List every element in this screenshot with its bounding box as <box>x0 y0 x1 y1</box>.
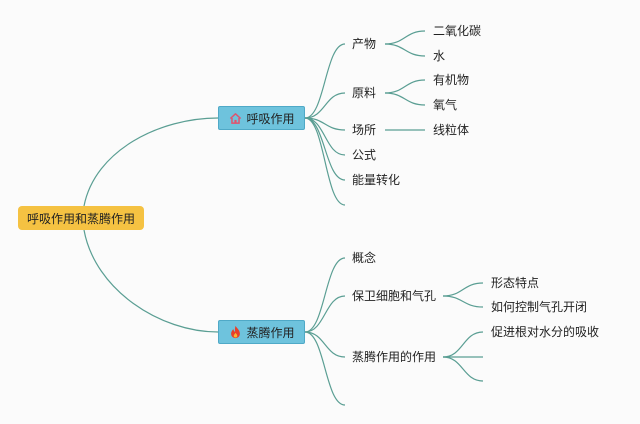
node-products[interactable]: 产物 <box>352 37 377 51</box>
fire-icon <box>228 325 242 339</box>
connector-guard-shape <box>442 282 484 297</box>
connector-respiration-empty <box>304 117 346 206</box>
node-materials[interactable]: 原料 <box>352 86 377 100</box>
connector-materials-organic <box>384 79 426 94</box>
node-water[interactable]: 水 <box>433 49 446 63</box>
node-concept[interactable]: 概念 <box>352 251 377 265</box>
root-label: 呼吸作用和蒸腾作用 <box>26 211 135 226</box>
node-energy-conversion[interactable]: 能量转化 <box>352 173 401 187</box>
connector-guard-control <box>442 295 484 308</box>
connector-root-transpiration <box>83 229 219 333</box>
respiration-node[interactable]: 呼吸作用 <box>218 106 305 130</box>
home-icon <box>228 111 242 125</box>
node-water-absorption[interactable]: 促进根对水分的吸收 <box>491 325 600 339</box>
connector-products-water <box>384 43 426 57</box>
transpiration-label: 蒸腾作用 <box>246 325 295 340</box>
connector-respiration-energy <box>304 117 346 181</box>
connector-transpiration-function <box>304 331 346 358</box>
node-oxygen[interactable]: 氧气 <box>433 98 458 112</box>
connector-transpiration-empty <box>304 331 346 406</box>
node-site[interactable]: 场所 <box>352 123 377 137</box>
connector-function-empty2 <box>442 356 484 382</box>
connector-materials-oxygen <box>384 92 426 106</box>
connector-products-co2 <box>384 30 426 45</box>
node-shape-features[interactable]: 形态特点 <box>491 276 540 290</box>
connector-function-absorb <box>442 331 484 358</box>
connector-transpiration-concept <box>304 257 346 333</box>
connector-respiration-products <box>304 43 346 119</box>
connector-transpiration-guard <box>304 295 346 333</box>
connector-respiration-materials <box>304 92 346 119</box>
node-formula[interactable]: 公式 <box>352 148 377 162</box>
transpiration-node[interactable]: 蒸腾作用 <box>218 320 305 344</box>
node-mitochondria[interactable]: 线粒体 <box>433 123 470 137</box>
node-transpiration-function[interactable]: 蒸腾作用的作用 <box>352 350 437 364</box>
node-stomata-control[interactable]: 如何控制气孔开闭 <box>491 300 588 314</box>
respiration-label: 呼吸作用 <box>246 111 295 126</box>
node-carbon-dioxide[interactable]: 二氧化碳 <box>433 24 482 38</box>
node-guard-cells[interactable]: 保卫细胞和气孔 <box>352 289 437 303</box>
connector-root-respiration <box>83 117 219 207</box>
node-organic-matter[interactable]: 有机物 <box>433 73 470 87</box>
root-node[interactable]: 呼吸作用和蒸腾作用 <box>18 206 144 230</box>
